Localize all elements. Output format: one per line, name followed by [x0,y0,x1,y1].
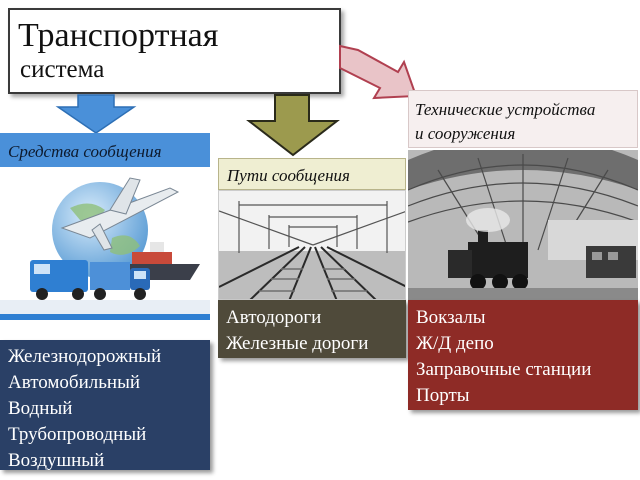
vehicles-illustration [0,168,210,320]
header-vehicles: Средства сообщения [0,133,210,167]
list-item: Водный [8,398,73,419]
list-item: Воздушный [8,450,105,471]
list-item: Трубопроводный [8,424,147,445]
routes-list: Автодороги Железные дороги [218,300,406,358]
arrow-to-vehicles [55,94,137,134]
facilities-list: Вокзалы Ж/Д депо Заправочные станции Пор… [408,300,638,410]
arrow-to-routes [246,94,340,157]
header-facilities-line2: и сооружения [415,124,516,143]
vehicles-list: Железнодорожный Автомобильный Водный Тру… [0,340,210,471]
title-main: Транспортная [18,17,219,54]
list-item: Ж/Д депо [416,333,494,354]
list-item: Вокзалы [416,307,486,328]
list-item: Железнодорожный [8,346,162,367]
title-box: Транспортная система [8,8,341,94]
railway-tracks-illustration [218,190,406,300]
title-subtitle: система [20,56,105,83]
header-routes: Пути сообщения [218,158,406,190]
list-item: Железные дороги [226,333,369,354]
header-facilities: Технические устройства и сооружения [408,90,638,148]
list-item: Автомобильный [8,372,141,393]
list-item: Порты [416,385,470,406]
list-item: Заправочные станции [416,359,592,380]
header-facilities-line1: Технические устройства [415,100,596,119]
train-station-illustration [408,150,638,300]
list-item: Автодороги [226,307,322,328]
